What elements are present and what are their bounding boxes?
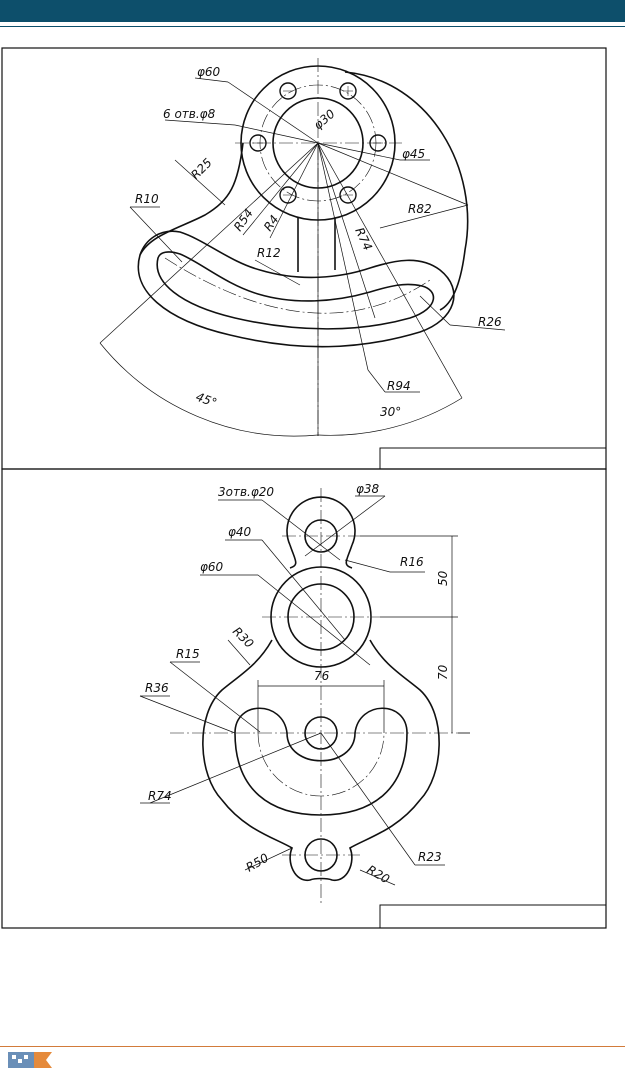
drawing-1 (1, 47, 607, 470)
label-30deg: 30° (380, 405, 401, 419)
middle-boss-outer (270, 566, 372, 668)
label-d30: φ30 (311, 106, 338, 132)
left-fillet (139, 142, 244, 256)
label-d40: φ40 (228, 525, 252, 539)
label-r74-2: R74 (148, 789, 172, 803)
body-outline-2 (202, 639, 440, 881)
label-r54: R54 (231, 206, 256, 233)
top-hole (304, 519, 338, 553)
label-r20: R20 (365, 862, 393, 886)
label-r15: R15 (176, 647, 200, 661)
header-rule (0, 26, 625, 27)
drawing-2 (1, 468, 607, 929)
label-70: 70 (436, 664, 450, 680)
footer-rule (0, 1046, 625, 1047)
outer-arc-r82 (344, 71, 469, 311)
label-d38: φ38 (356, 482, 380, 496)
centerlines-2 (170, 488, 470, 905)
drawing-2-frame (1, 468, 607, 929)
label-50: 50 (436, 570, 450, 586)
drawing-1-labels: φ60 6 отв.φ8 φ30 φ45 R25 R10 R54 R4 R12 … (135, 65, 502, 419)
header-bar (0, 0, 625, 22)
slot-inner (156, 251, 435, 330)
label-r36: R36 (145, 681, 169, 695)
label-holes-2: 3отв.φ20 (218, 485, 274, 499)
slot-outer (137, 230, 455, 348)
u-slot (234, 707, 408, 816)
label-r10-1: R10 (135, 192, 159, 206)
label-d45: φ45 (402, 147, 425, 161)
label-r26: R26 (478, 315, 502, 329)
dimensions-1 (99, 77, 506, 437)
label-r50: R50 (244, 850, 272, 874)
middle-boss-inner (287, 583, 355, 651)
label-r82: R82 (408, 202, 432, 216)
label-45deg: 45° (194, 390, 219, 410)
drawing-2-title-block (379, 904, 607, 929)
label-holes-1: 6 отв.φ8 (163, 107, 216, 121)
dimensions-2 (139, 495, 470, 886)
center-hole-2 (304, 716, 338, 750)
label-d60-1: φ60 (197, 65, 221, 79)
bottom-hole (304, 838, 338, 872)
drawing-1-title-block (379, 447, 607, 470)
label-d60-2: φ60 (200, 560, 224, 574)
label-76: 76 (314, 669, 330, 683)
label-r16: R16 (400, 555, 424, 569)
label-r4: R4 (261, 213, 282, 234)
label-r25: R25 (188, 156, 215, 183)
label-r94: R94 (387, 379, 411, 393)
publisher-logo-icon (8, 1052, 52, 1068)
label-r12: R12 (257, 246, 281, 260)
drawing-1-frame (1, 47, 607, 470)
label-r23: R23 (418, 850, 442, 864)
drawing-2-labels: 3отв.φ20 φ38 φ40 φ60 R16 R30 R15 R36 R74… (145, 482, 450, 887)
label-r74-1: R74 (352, 225, 375, 252)
bolt-holes-1 (249, 82, 387, 204)
